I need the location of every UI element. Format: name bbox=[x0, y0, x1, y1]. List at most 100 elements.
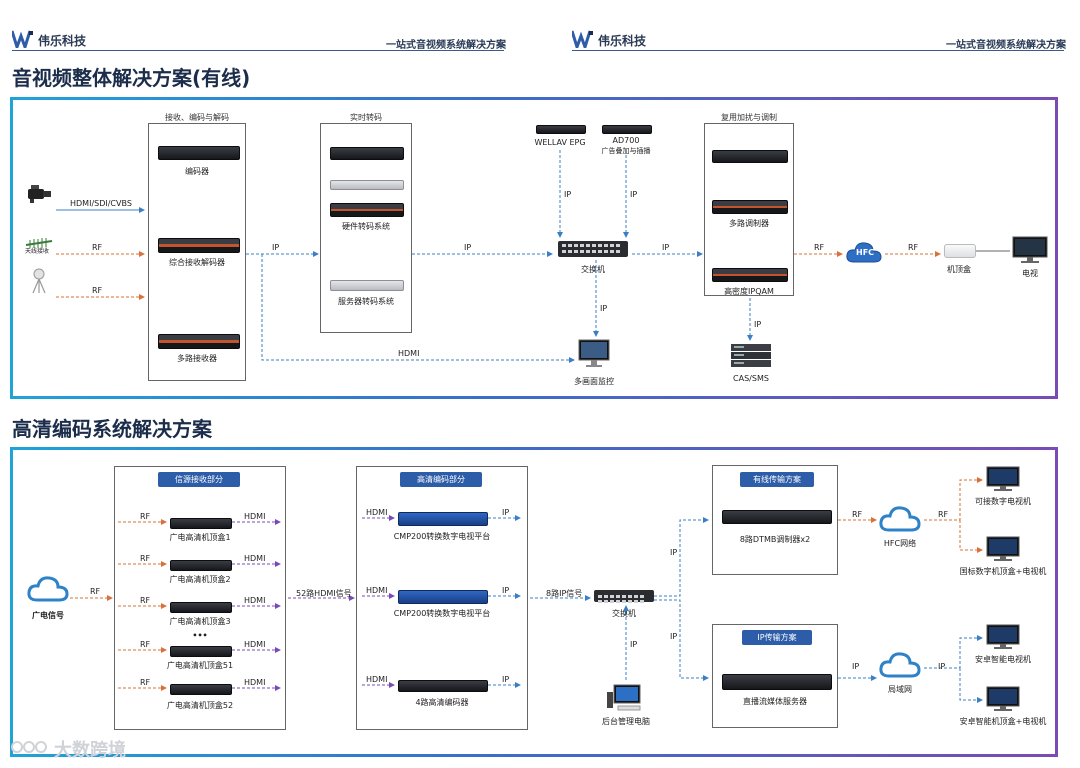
rf-label-5: RF bbox=[140, 678, 151, 687]
stb-box-2 bbox=[170, 560, 232, 571]
tv-icon bbox=[1012, 236, 1048, 268]
epg-label: WELLAV EPG bbox=[534, 138, 586, 147]
slogan-right: 一站式音视频系统解决方案 bbox=[946, 40, 1066, 51]
hfc-label: HFC bbox=[856, 248, 875, 257]
hdmi-label-1: HDMI bbox=[244, 512, 266, 521]
dtmb-modulator-device bbox=[722, 510, 832, 524]
link-rf-hfc-2: RF bbox=[938, 510, 949, 519]
hdmi-label-2: HDMI bbox=[244, 554, 266, 563]
enc-out-label-1: IP bbox=[502, 508, 510, 517]
hw-transcode-label: 硬件转码系统 bbox=[342, 222, 390, 231]
link-52hdmi: 52路HDMI信号 bbox=[296, 589, 352, 598]
tv-android-box-label: 安卓智能机顶盒+电视机 bbox=[959, 717, 1047, 726]
server-transcode-device bbox=[330, 280, 404, 291]
stream-server-device bbox=[722, 674, 832, 690]
rf-label-4: RF bbox=[140, 640, 151, 649]
group-ip-title: IP传输方案 bbox=[742, 630, 812, 645]
section2-title: 高清编码系统解决方案 bbox=[12, 417, 212, 441]
antenna-icon bbox=[24, 234, 54, 253]
satellite-tripod-icon bbox=[30, 268, 48, 298]
cmp200-device-2 bbox=[398, 590, 488, 604]
brand-name-right: 伟乐科技 bbox=[598, 34, 647, 48]
rf-label-2: RF bbox=[140, 554, 151, 563]
tv-smart-label: 安卓智能电视机 bbox=[975, 655, 1031, 664]
switch-device-2 bbox=[594, 590, 654, 603]
monitor-icon bbox=[578, 339, 610, 373]
stb-ellipsis: ••• bbox=[192, 631, 208, 640]
enc-in-label-3: HDMI bbox=[366, 675, 388, 684]
brand-logo-icon bbox=[10, 30, 33, 52]
cmp200-label-1: CMP200转换数字电视平台 bbox=[393, 532, 491, 541]
ad700-device bbox=[602, 125, 652, 134]
dtmb-modulator-label: 8路DTMB调制器x2 bbox=[739, 535, 811, 544]
ad700-desc: 广告叠加与插播 bbox=[601, 147, 651, 155]
decoder-device bbox=[158, 238, 240, 253]
hdmi-label-4: HDMI bbox=[244, 640, 266, 649]
hdmi-label-5: HDMI bbox=[244, 678, 266, 687]
cas-sms-server-icon bbox=[730, 343, 772, 373]
switch-label-1: 交换机 bbox=[581, 265, 605, 274]
stb-box-3-label: 广电高清机顶盒3 bbox=[169, 617, 231, 626]
tv-digital-label: 可接数字电视机 bbox=[975, 497, 1031, 506]
enc-out-label-3: IP bbox=[502, 675, 510, 684]
stream-server-label: 直播流媒体服务器 bbox=[743, 697, 807, 706]
stb-box-51 bbox=[170, 646, 232, 657]
header-logo-left bbox=[10, 30, 34, 52]
cmp200-device-1 bbox=[398, 512, 488, 526]
rf-label-3: RF bbox=[140, 596, 151, 605]
enc-in-label-1: HDMI bbox=[366, 508, 388, 517]
watermark-logo-icon bbox=[10, 737, 50, 761]
link-ip-srv: IP bbox=[852, 662, 860, 671]
link-rf-main: RF bbox=[90, 587, 101, 596]
encoder-4ch-label: 4路高清编码器 bbox=[415, 698, 469, 707]
link-rf-hfc: RF bbox=[814, 243, 825, 252]
link-rf-2: RF bbox=[92, 286, 103, 295]
stb-box-51-label: 广电高清机顶盒51 bbox=[166, 661, 234, 670]
stb-device bbox=[944, 244, 976, 258]
server-transcode-label: 服务器转码系统 bbox=[338, 297, 394, 306]
mgmt-pc-label: 后台管理电脑 bbox=[602, 717, 650, 726]
switch-label-2: 交换机 bbox=[612, 609, 636, 618]
enc-out-label-2: IP bbox=[502, 586, 510, 595]
hfc-cloud-icon bbox=[844, 238, 884, 270]
cas-sms-label: CAS/SMS bbox=[733, 374, 769, 383]
ipqam-device bbox=[712, 268, 788, 282]
stb-label: 机顶盒 bbox=[947, 265, 971, 274]
tv-android-box-icon bbox=[986, 686, 1020, 716]
link-ip-lan: IP bbox=[938, 662, 946, 671]
left-device-label: 天线接收 bbox=[25, 248, 50, 255]
link-ip-ad: IP bbox=[630, 190, 638, 199]
link-hdmi-monitor: HDMI bbox=[398, 349, 420, 358]
switch-ports-icon bbox=[562, 244, 620, 253]
link-ip-mgmt: IP bbox=[630, 640, 638, 649]
broadcast-cloud-icon bbox=[26, 572, 70, 608]
tv-digital-icon bbox=[986, 466, 1020, 496]
lan-label: 局域网 bbox=[888, 685, 912, 694]
header-rule-right bbox=[572, 50, 1064, 51]
link-ip-1: IP bbox=[272, 243, 280, 252]
multiview-label: 多画面监控 bbox=[574, 377, 614, 386]
ipqam-label: 高密度IPQAM bbox=[724, 287, 774, 296]
encoder-4ch-device bbox=[398, 680, 488, 692]
multi-modulator-device bbox=[712, 200, 788, 214]
link-ip-cas: IP bbox=[754, 320, 762, 329]
mgmt-pc-icon bbox=[606, 684, 646, 720]
stb-box-1 bbox=[170, 518, 232, 529]
tv-label: 电视 bbox=[1022, 269, 1038, 278]
header-rule-left bbox=[12, 50, 504, 51]
tv-smart-icon bbox=[986, 624, 1020, 654]
group-mux-title: 复用加扰与调制 bbox=[721, 113, 777, 122]
decoder-label: 综合接收解码器 bbox=[169, 258, 225, 267]
group-realtime-title: 实时转码 bbox=[350, 113, 382, 122]
cmp200-label-2: CMP200转换数字电视平台 bbox=[393, 609, 491, 618]
stb-box-3 bbox=[170, 602, 232, 613]
tv-box-label: 国标数字机顶盒+电视机 bbox=[959, 567, 1047, 576]
group-stb-title: 信源接收部分 bbox=[158, 472, 240, 487]
stb-box-52 bbox=[170, 684, 232, 695]
transcode-device-1 bbox=[330, 147, 404, 160]
link-rf-stb: RF bbox=[908, 243, 919, 252]
hfc-network-cloud-icon bbox=[878, 502, 922, 538]
transcode-device-3 bbox=[330, 203, 404, 217]
